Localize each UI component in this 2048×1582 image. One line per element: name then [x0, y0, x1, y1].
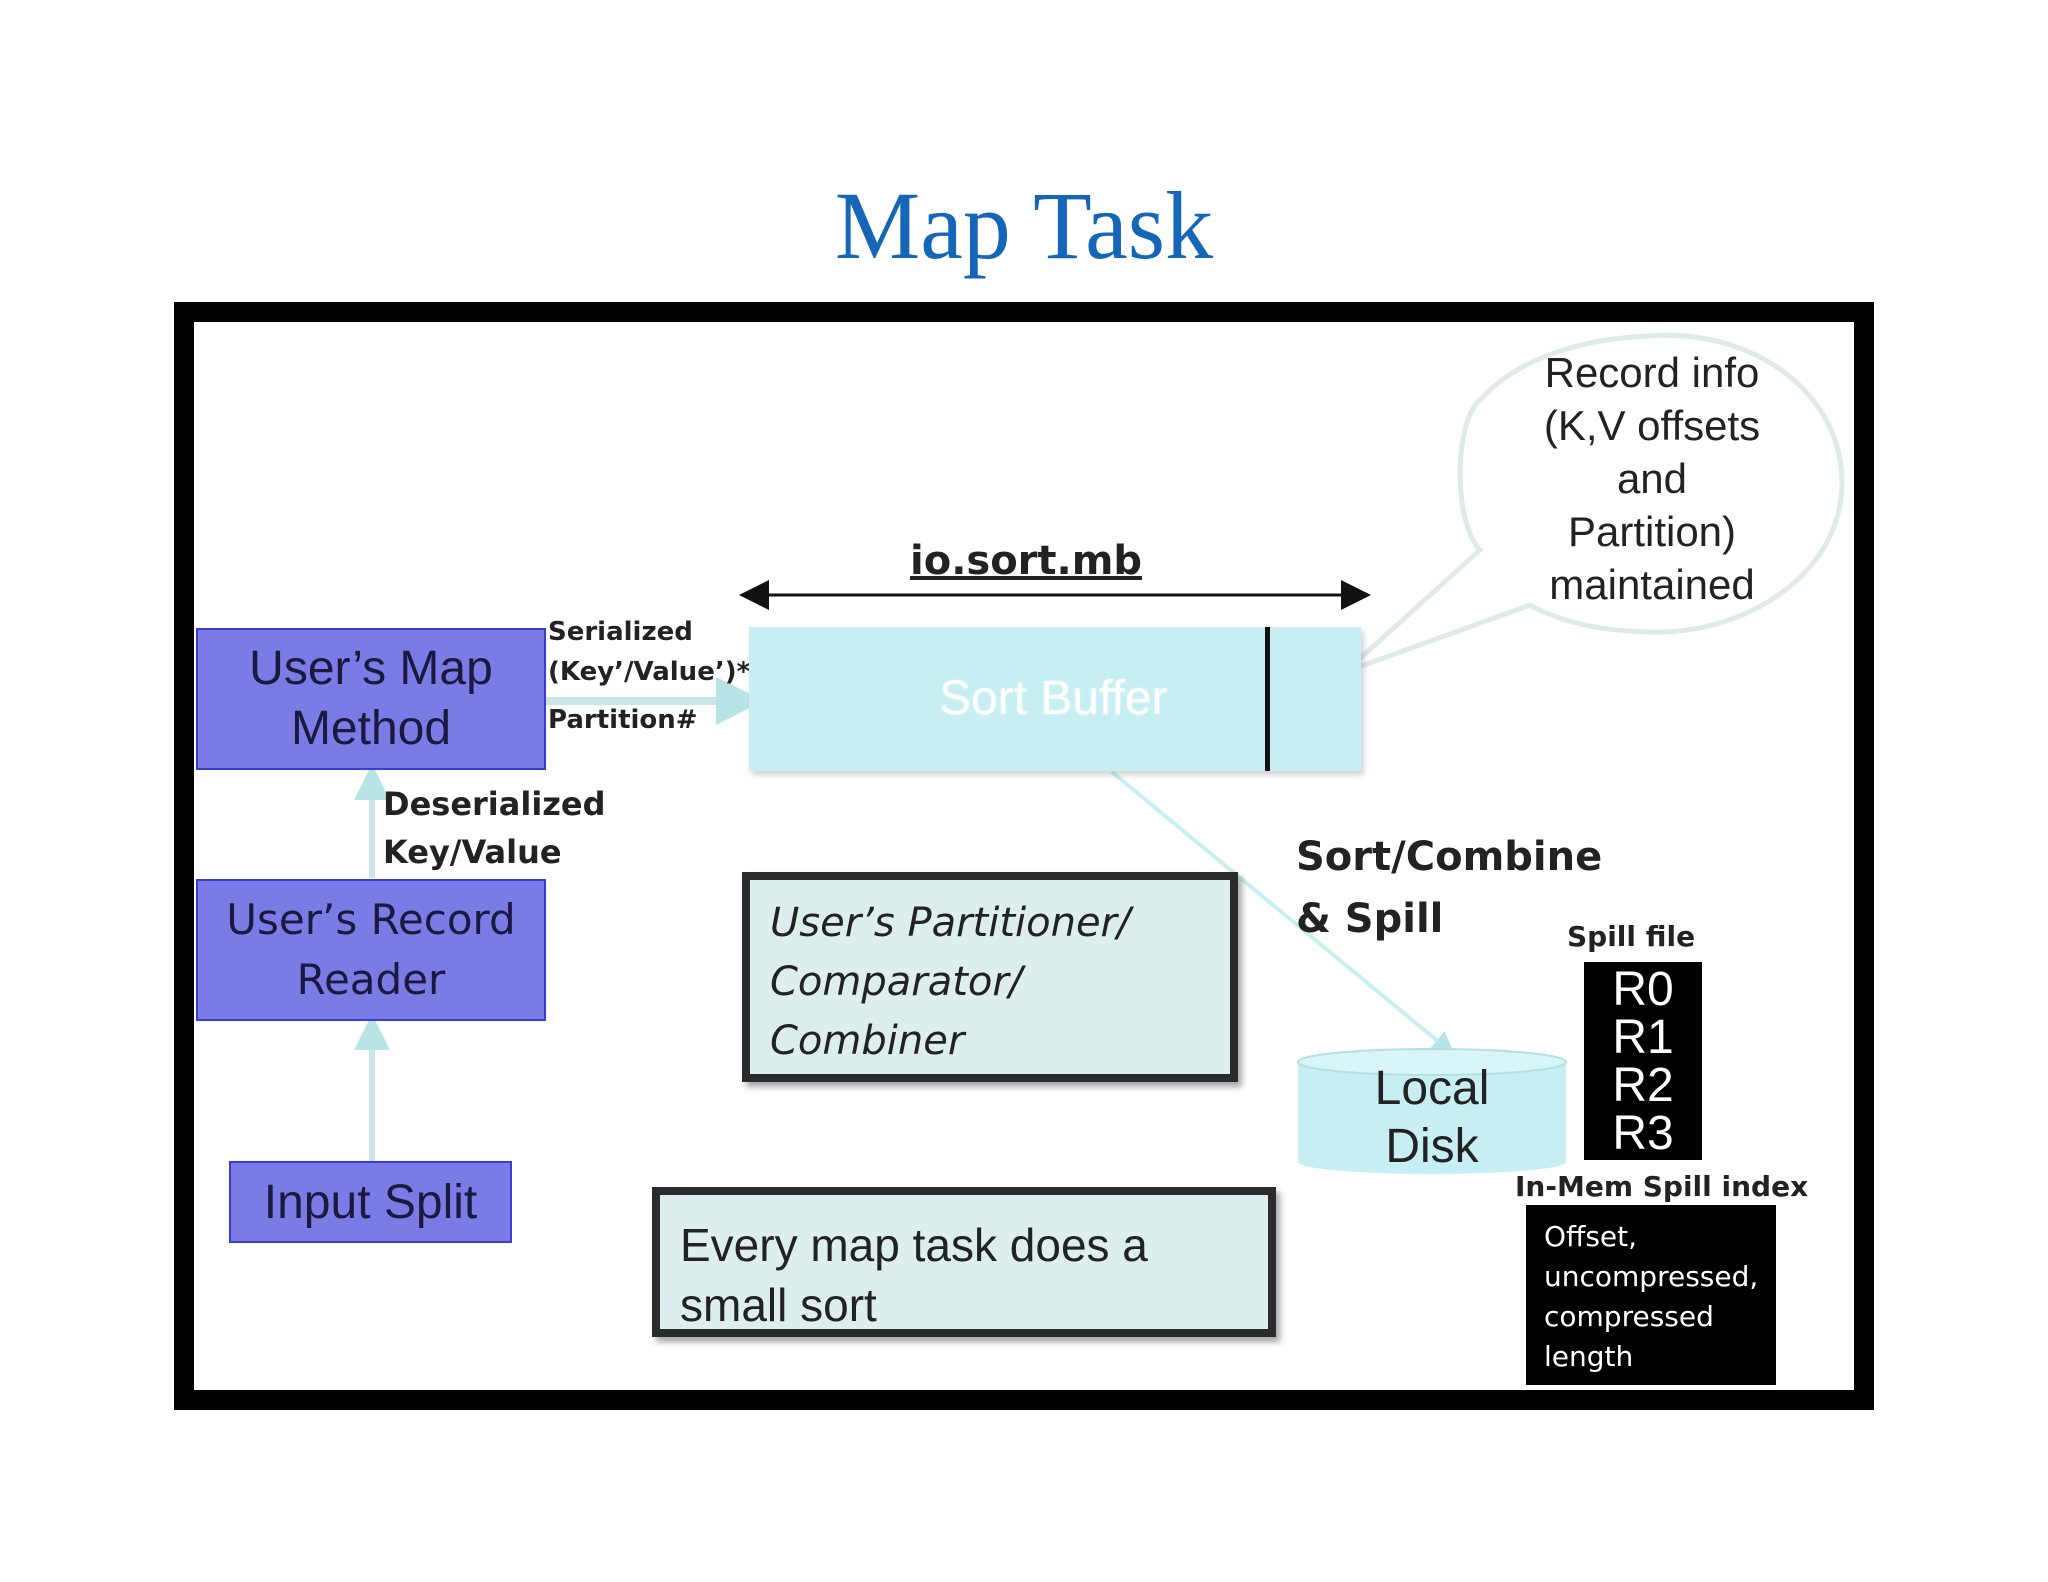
partitioner-box: User’s Partitioner/ Comparator/ Combiner — [742, 872, 1238, 1082]
io-sort-mb-label: io.sort.mb — [910, 538, 1143, 584]
record-reader-box: User’s Record Reader — [196, 879, 546, 1021]
sort-buffer-label: Sort Buffer — [939, 672, 1168, 725]
sort-combine-spill-label: Sort/Combine & Spill — [1296, 834, 1603, 942]
spill-index-label: In-Mem Spill index — [1515, 1170, 1809, 1203]
sort-buffer-box: Sort Buffer — [749, 627, 1361, 771]
map-method-label: User’s Map Method — [249, 642, 493, 755]
map-method-box: User’s Map Method — [196, 628, 546, 770]
spill-file-label: Spill file — [1567, 920, 1696, 953]
spill-file-box: R0 R1 R2 R3 — [1584, 962, 1702, 1160]
small-sort-box: Every map task does a small sort — [652, 1187, 1276, 1337]
sort-buffer-divider — [1265, 627, 1270, 771]
slide-title: Map Task — [834, 172, 1214, 279]
spill-index-box: Offset, uncompressed, compressed length — [1526, 1205, 1776, 1385]
serialized-label: Serialized (Key’/Value’)* Partition# — [548, 617, 751, 735]
record-info-bubble — [1343, 332, 1845, 675]
small-sort-text: Every map task does a small sort — [680, 1219, 1148, 1331]
input-split-label: Input Split — [263, 1175, 478, 1229]
local-disk-label: Local Disk — [1374, 1062, 1490, 1173]
local-disk-cylinder — [1297, 1048, 1567, 1174]
record-info-text: Record info (K,V offsets and Partition) … — [1543, 349, 1761, 608]
partitioner-text: User’s Partitioner/ Comparator/ Combiner — [770, 900, 1131, 1064]
deserialized-label: Deserialized Key/Value — [383, 785, 606, 871]
buffer-to-disk-arrow — [1110, 770, 1456, 1056]
input-split-box: Input Split — [229, 1161, 512, 1243]
record-reader-label: User’s Record Reader — [226, 895, 516, 1004]
